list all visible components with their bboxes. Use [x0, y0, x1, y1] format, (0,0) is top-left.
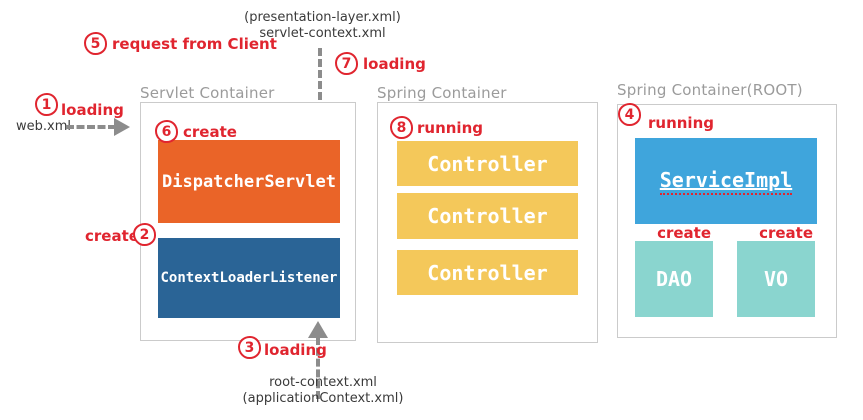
presentation-layer-xml-text: (presentation-layer.xml): [244, 10, 401, 25]
web-xml-text: web.xml: [16, 119, 71, 134]
step-4-badge: 4: [618, 103, 641, 126]
step-5-badge: 5: [84, 32, 107, 55]
root-context-xml-text: root-context.xml: [269, 375, 377, 390]
controller-box-3: Controller: [397, 250, 578, 295]
service-impl-box: ServiceImpl: [635, 138, 817, 224]
root-context-file-label: root-context.xml (applicationContext.xml…: [238, 375, 408, 407]
root-context-arrow-head: [308, 321, 328, 338]
step-8-label: running: [417, 119, 483, 137]
service-impl-text: ServiceImpl: [659, 168, 793, 195]
step-6-badge: 6: [155, 120, 178, 143]
step-7-badge: 7: [335, 52, 358, 75]
servlet-container-title: Servlet Container: [140, 84, 275, 102]
step-4-label: running: [648, 114, 714, 132]
create-dao-label: create: [657, 224, 711, 242]
create-vo-label: create: [759, 224, 813, 242]
step-3-label: loading: [264, 341, 327, 359]
step-2-badge: 2: [133, 223, 156, 246]
step-2-label: create: [85, 227, 139, 245]
web-xml-arrow-head: [114, 118, 130, 136]
controller-box-2: Controller: [397, 193, 578, 239]
controller-box-1: Controller: [397, 141, 578, 186]
step-7-label: loading: [363, 55, 426, 73]
servlet-context-xml-text: servlet-context.xml: [259, 26, 386, 41]
spring-container-title: Spring Container: [377, 84, 507, 102]
root-context-arrow-shaft: [316, 337, 320, 399]
servlet-context-arrow-shaft: [318, 48, 322, 111]
spring-root-container-title: Spring Container(ROOT): [617, 81, 803, 99]
step-8-badge: 8: [390, 116, 413, 139]
step-6-label: create: [183, 123, 237, 141]
context-loader-listener-box: ContextLoaderListener: [158, 238, 340, 318]
step-1-label: loading: [61, 101, 124, 119]
application-context-xml-text: (applicationContext.xml): [242, 391, 404, 406]
vo-box: VO: [737, 241, 815, 317]
step-5-label: request from Client: [112, 35, 277, 53]
dispatcher-servlet-box: DispatcherServlet: [158, 140, 340, 223]
dao-box: DAO: [635, 241, 713, 317]
step-3-badge: 3: [238, 336, 261, 359]
web-xml-arrow-shaft: [66, 125, 116, 129]
servlet-context-file-label: (presentation-layer.xml) servlet-context…: [225, 10, 420, 42]
step-1-badge: 1: [35, 93, 58, 116]
